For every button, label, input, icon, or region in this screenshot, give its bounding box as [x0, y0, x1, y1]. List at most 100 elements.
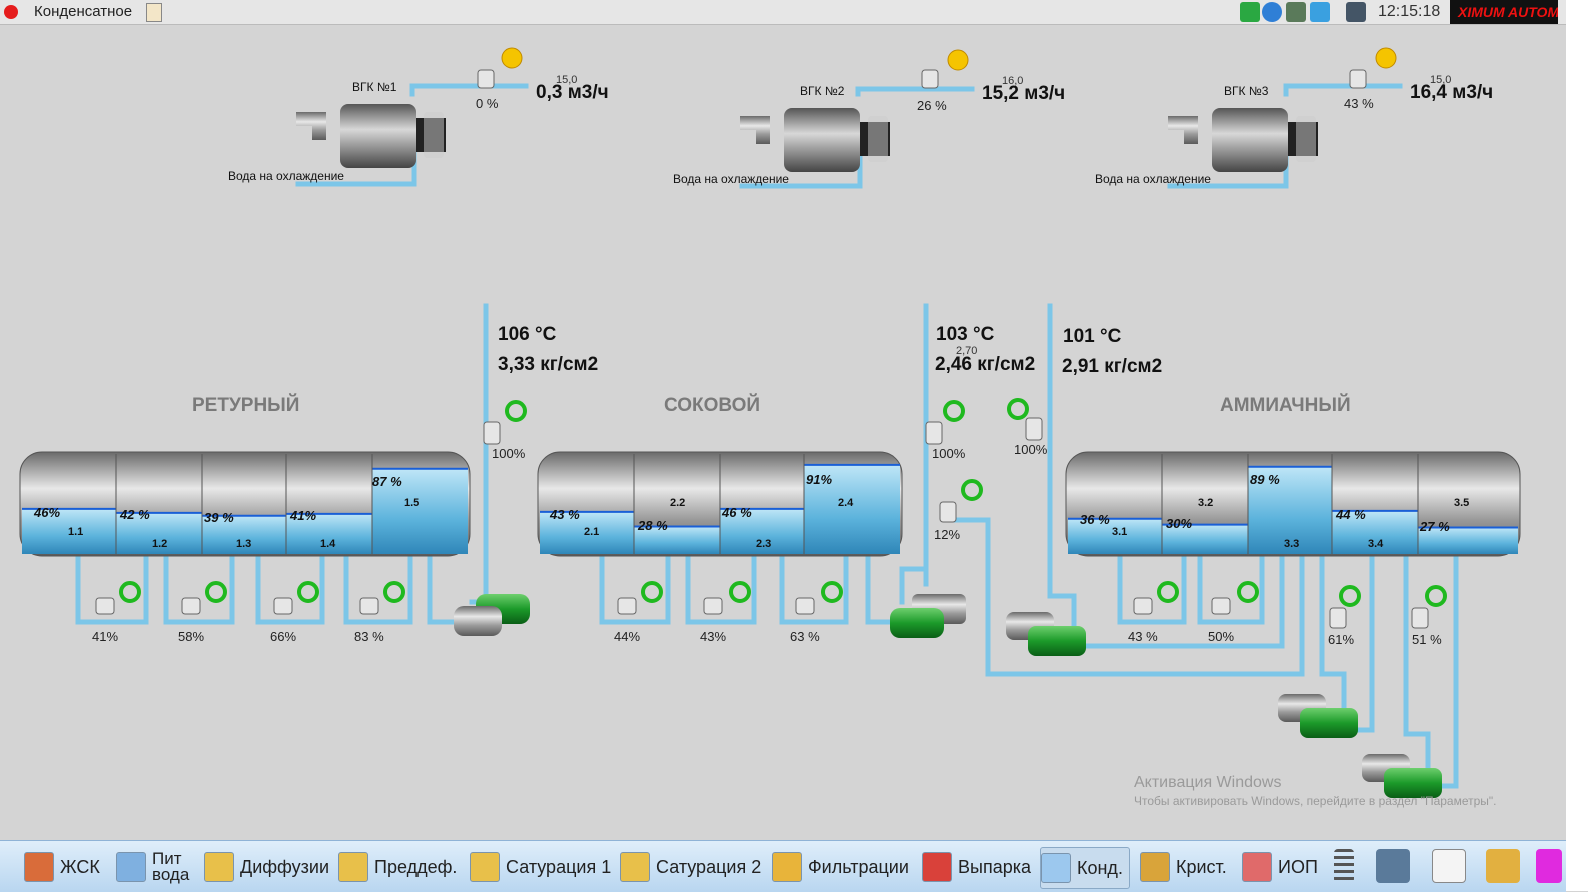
- valve-3-3-pct: 61%: [1328, 632, 1355, 647]
- chat-icon[interactable]: [1262, 2, 1282, 22]
- manual-mode-icons: [501, 47, 1397, 71]
- tank-water-fill: [202, 515, 286, 554]
- tank-2-2-pct: 28 %: [638, 518, 668, 533]
- vgk2-flow: 15,2 м3/ч: [982, 83, 1066, 104]
- section2-steam-valve-pct: 100%: [932, 446, 966, 461]
- nav-condensate[interactable]: Конд.: [1040, 847, 1130, 889]
- pumps: [454, 594, 1442, 798]
- add-icon[interactable]: [1240, 2, 1260, 22]
- tank-3-5-pct: 27 %: [1420, 519, 1450, 534]
- tank-2-1-id: 2.1: [584, 526, 600, 538]
- vgk3-water-label: Вода на охлаждение: [1095, 172, 1211, 186]
- iop-icon: [1242, 852, 1272, 882]
- engineer-tools-icon[interactable]: [1486, 849, 1520, 883]
- nav-saturation-2[interactable]: Сатурация 2: [620, 847, 761, 887]
- tank-3-5-id: 3.5: [1454, 497, 1470, 509]
- vgk3-label: ВГК №3: [1224, 84, 1269, 98]
- nav-saturation-1[interactable]: Сатурация 1: [470, 847, 611, 887]
- section-sokovoy-title: СОКОВОЙ: [664, 395, 761, 416]
- tank-3-3-pct: 89 %: [1250, 472, 1280, 487]
- tank-1-5-pct: 87 %: [372, 474, 402, 489]
- vgk2-water-label: Вода на охлаждение: [673, 172, 789, 186]
- section2-temperature: 103 °C: [936, 324, 995, 345]
- vgk1-flow: 0,3 м3/ч: [536, 82, 609, 103]
- nav-preddef[interactable]: Преддеф.: [338, 847, 457, 887]
- tank-1-4-id: 1.4: [320, 538, 336, 550]
- tank-1-1-pct: 46%: [34, 505, 61, 520]
- navigation-taskbar: ЖСК Пит вода Диффузии Преддеф. Сатурация…: [0, 840, 1566, 892]
- tank-water-fill: [1418, 527, 1518, 554]
- vgk2-label: ВГК №2: [800, 84, 845, 98]
- section2-setpoint[interactable]: 2,70: [956, 345, 978, 357]
- tank-fills: [22, 463, 1518, 554]
- nav-zhsk[interactable]: ЖСК: [24, 847, 100, 887]
- menu-icon[interactable]: [1334, 849, 1354, 883]
- vgk2-setpoint[interactable]: 16,0: [1002, 75, 1024, 87]
- valve-1-4-pct: 83 %: [354, 629, 384, 644]
- tank-water-fill: [1332, 510, 1418, 554]
- tank-3-2-pct: 30%: [1166, 516, 1193, 531]
- tank-2-1-pct: 43 %: [550, 507, 580, 522]
- settings-gear-icon[interactable]: [1376, 849, 1410, 883]
- section-ammiachny-title: АММИАЧНЫЙ: [1220, 395, 1351, 416]
- tank-1-4-pct: 41%: [290, 508, 317, 523]
- tank-water-fill: [1068, 518, 1162, 554]
- right-edge: [1566, 0, 1588, 891]
- vgk1-water-label: Вода на охлаждение: [228, 169, 344, 183]
- nav-filtration[interactable]: Фильтрации: [772, 847, 909, 887]
- nav-crystal[interactable]: Крист.: [1140, 847, 1227, 887]
- nav-evaporation[interactable]: Выпарка: [922, 847, 1031, 887]
- process-diagram: [19, 47, 1521, 798]
- tank-1-2-pct: 42 %: [120, 507, 150, 522]
- tank-water-fill: [372, 468, 468, 554]
- document-icon[interactable]: [146, 3, 162, 22]
- clock: 12:15:18: [1378, 3, 1441, 20]
- crystal-icon: [1140, 852, 1170, 882]
- mnemonic-scene: ВГК №1 Вода на охлаждение 0 % 15,0 0,3 м…: [0, 24, 1566, 840]
- saturation-icon: [470, 852, 500, 882]
- valve-2-3-pct: 63 %: [790, 629, 820, 644]
- section3-temperature: 101 °C: [1063, 326, 1122, 347]
- user-icon[interactable]: [1346, 2, 1366, 22]
- vgk3-setpoint[interactable]: 15,0: [1430, 74, 1452, 86]
- vgk1-valve-pct: 0 %: [476, 96, 499, 111]
- tank-2-2-id: 2.2: [670, 497, 686, 509]
- nav-pit-voda[interactable]: Пит вода: [116, 847, 196, 887]
- tank-water-fill: [1248, 466, 1332, 554]
- close-dot-icon[interactable]: [4, 5, 18, 19]
- tank-1-2-id: 1.2: [152, 538, 168, 550]
- nav-diffuzii[interactable]: Диффузии: [204, 847, 329, 887]
- tank-1-3-pct: 39 %: [204, 510, 234, 525]
- water-icon: [116, 852, 146, 882]
- valves: [95, 69, 1429, 629]
- refresh-icons: [119, 398, 1447, 607]
- tank-1-1-id: 1.1: [68, 526, 84, 538]
- section-returny-title: РЕТУРНЫЙ: [192, 395, 300, 416]
- network-icon[interactable]: [1286, 2, 1306, 22]
- nav-iop[interactable]: ИОП: [1242, 847, 1318, 887]
- company-logo: XIMUM AUTOMATION: [1450, 0, 1558, 24]
- windows-activation-text: Чтобы активировать Windows, перейдите в …: [1134, 794, 1497, 808]
- tank-3-2-id: 3.2: [1198, 497, 1214, 509]
- section1-temperature: 106 °C: [498, 324, 557, 345]
- tank-2-4-id: 2.4: [838, 497, 854, 509]
- tank-2-3-pct: 46 %: [722, 505, 752, 520]
- tank-3-4-pct: 44 %: [1336, 507, 1366, 522]
- windows-activation-title: Активация Windows: [1134, 774, 1282, 791]
- tank-3-1-pct: 36 %: [1080, 512, 1110, 527]
- tank-water-fill: [22, 508, 116, 554]
- trend-chart-icon[interactable]: [1432, 849, 1466, 883]
- section1-steam-valve-pct: 100%: [492, 446, 526, 461]
- hand-pointer-icon[interactable]: [1536, 849, 1562, 883]
- vgk2-valve-pct: 26 %: [917, 98, 947, 113]
- valve-3-2-pct: 50%: [1208, 629, 1235, 644]
- predef-icon: [338, 852, 368, 882]
- telegram-icon[interactable]: [1310, 2, 1330, 22]
- vgk1-setpoint[interactable]: 15,0: [556, 74, 578, 86]
- saturation2-icon: [620, 852, 650, 882]
- factory-icon: [24, 852, 54, 882]
- section2-pressure: 2,46 кг/см2: [935, 354, 1036, 375]
- valve-1-1-pct: 41%: [92, 629, 119, 644]
- tank-water-fill: [116, 512, 202, 554]
- section2-extra-valve-pct: 12%: [934, 527, 961, 542]
